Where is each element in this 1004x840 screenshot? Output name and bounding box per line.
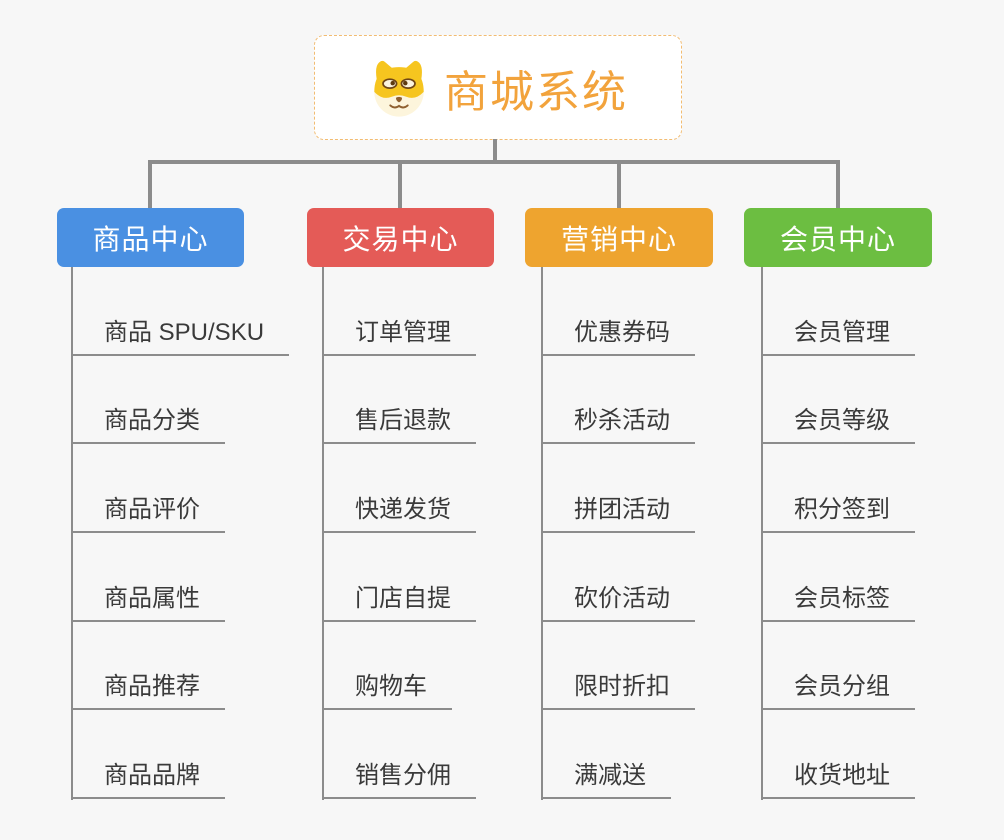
root-node[interactable]: 商城系统 <box>314 35 682 140</box>
leaf-node[interactable]: 会员管理 <box>761 318 915 356</box>
leaf-row: 优惠券码 <box>541 267 695 356</box>
leaf-row: 砍价活动 <box>541 533 695 622</box>
connector-branch-trunk <box>541 267 543 800</box>
leaf-node[interactable]: 订单管理 <box>322 318 476 356</box>
leaf-row: 门店自提 <box>322 533 476 622</box>
leaf-row: 会员分组 <box>761 622 915 711</box>
leaf-row: 购物车 <box>322 622 476 711</box>
leaf-node[interactable]: 收货地址 <box>761 761 915 800</box>
connector-branch-trunk <box>322 267 324 800</box>
connector-bus <box>148 160 840 164</box>
leaf-row: 商品 SPU/SKU <box>71 267 290 356</box>
branch-leaves-3: 会员管理 会员等级 积分签到 会员标签 会员分组 收货地址 <box>761 267 915 800</box>
branch-leaves-1: 订单管理 售后退款 快递发货 门店自提 购物车 销售分佣 <box>322 267 476 800</box>
leaf-row: 商品品牌 <box>71 710 289 800</box>
leaf-row: 订单管理 <box>322 267 476 356</box>
root-label: 商城系统 <box>444 67 628 117</box>
connector-branch-stub <box>617 160 621 208</box>
leaf-row: 销售分佣 <box>322 710 476 800</box>
leaf-row: 商品评价 <box>71 444 289 534</box>
leaf-node[interactable]: 商品品牌 <box>71 761 225 800</box>
leaf-node[interactable]: 会员标签 <box>761 584 915 622</box>
leaf-row: 商品推荐 <box>71 622 289 711</box>
leaf-node[interactable]: 秒杀活动 <box>541 406 695 445</box>
leaf-node[interactable]: 限时折扣 <box>541 672 695 711</box>
leaf-node[interactable]: 销售分佣 <box>322 761 476 800</box>
leaf-row: 快递发货 <box>322 444 476 534</box>
leaf-node[interactable]: 会员分组 <box>761 672 915 711</box>
connector-branch-stub <box>836 160 840 208</box>
branch-header-0[interactable]: 商品中心 <box>57 208 244 267</box>
branch-leaves-2: 优惠券码 秒杀活动 拼团活动 砍价活动 限时折扣 满减送 <box>541 267 695 800</box>
leaf-node[interactable]: 商品推荐 <box>71 672 225 711</box>
branch-header-2[interactable]: 营销中心 <box>525 208 713 267</box>
connector-branch-stub <box>398 160 402 208</box>
leaf-row: 商品分类 <box>71 356 289 445</box>
leaf-node[interactable]: 商品 SPU/SKU <box>71 318 290 356</box>
leaf-node[interactable]: 商品评价 <box>71 495 225 534</box>
branch-header-1[interactable]: 交易中心 <box>307 208 494 267</box>
leaf-node[interactable]: 商品分类 <box>71 406 225 445</box>
connector-branch-trunk <box>761 267 763 800</box>
leaf-row: 秒杀活动 <box>541 356 695 445</box>
leaf-row: 积分签到 <box>761 444 915 534</box>
leaf-node[interactable]: 快递发货 <box>322 495 476 534</box>
leaf-node[interactable]: 购物车 <box>322 672 452 711</box>
leaf-node[interactable]: 满减送 <box>541 761 671 800</box>
connector-branch-stub <box>148 160 152 208</box>
leaf-node[interactable]: 会员等级 <box>761 406 915 445</box>
leaf-row: 拼团活动 <box>541 444 695 534</box>
leaf-node[interactable]: 门店自提 <box>322 584 476 622</box>
leaf-node[interactable]: 拼团活动 <box>541 495 695 534</box>
connector-root-stub <box>493 139 497 162</box>
branch-leaves-0: 商品 SPU/SKU 商品分类 商品评价 商品属性 商品推荐 商品品牌 <box>71 267 290 800</box>
leaf-node[interactable]: 售后退款 <box>322 406 476 445</box>
leaf-row: 会员等级 <box>761 356 915 445</box>
leaf-row: 会员标签 <box>761 533 915 622</box>
leaf-node[interactable]: 优惠券码 <box>541 318 695 356</box>
connector-branch-trunk <box>71 267 73 800</box>
branch-header-3[interactable]: 会员中心 <box>744 208 932 267</box>
leaf-row: 售后退款 <box>322 356 476 445</box>
leaf-row: 会员管理 <box>761 267 915 356</box>
leaf-row: 收货地址 <box>761 710 915 800</box>
leaf-row: 限时折扣 <box>541 622 695 711</box>
dog-face-icon <box>374 60 424 117</box>
leaf-row: 商品属性 <box>71 533 289 622</box>
leaf-node[interactable]: 商品属性 <box>71 584 225 622</box>
leaf-row: 满减送 <box>541 710 695 800</box>
leaf-node[interactable]: 积分签到 <box>761 495 915 534</box>
leaf-node[interactable]: 砍价活动 <box>541 584 695 622</box>
